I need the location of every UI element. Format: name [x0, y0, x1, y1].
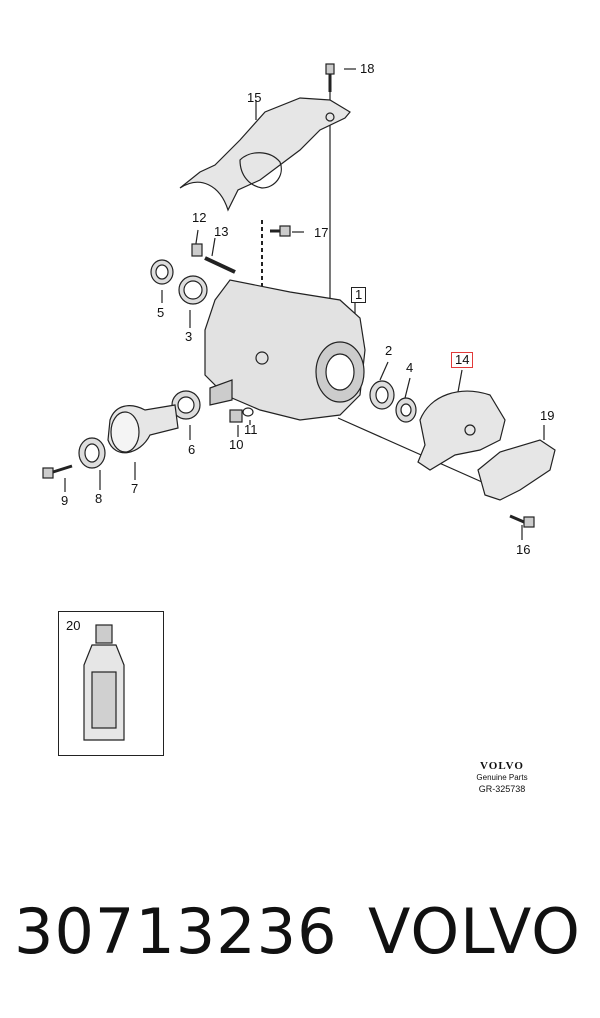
callout-8: 8 — [95, 491, 103, 506]
callout-5: 5 — [157, 305, 165, 320]
callout-18: 18 — [360, 61, 375, 76]
callout-19: 19 — [540, 408, 555, 423]
callout-11: 11 — [244, 422, 258, 437]
diagram-reference: GR-325738 — [478, 784, 526, 794]
part-number: 30713236 — [14, 895, 338, 968]
volvo-logo: VOLVO — [480, 760, 524, 772]
callout-17: 17 — [314, 225, 329, 240]
exploded-parts-diagram — [42, 63, 556, 741]
callout-14: 14 — [451, 352, 474, 368]
callout-9: 9 — [61, 493, 69, 508]
callout-20: 20 — [66, 618, 81, 633]
callout-10: 10 — [229, 437, 244, 452]
callout-3: 3 — [185, 329, 193, 344]
callout-16: 16 — [516, 542, 531, 557]
callout-1: 1 — [351, 287, 367, 303]
brand-block: VOLVO Genuine Parts GR-325738 — [462, 760, 542, 794]
callout-6: 6 — [188, 442, 196, 457]
callout-7: 7 — [131, 481, 139, 496]
callout-12: 12 — [192, 210, 207, 225]
callout-15: 15 — [247, 90, 262, 105]
brand-subtitle: Genuine Parts — [476, 773, 528, 782]
make-label: VOLVO — [368, 895, 581, 968]
callout-2: 2 — [385, 343, 393, 358]
callout-4: 4 — [406, 360, 414, 375]
callout-13: 13 — [214, 224, 229, 239]
fluid-bottle-box — [58, 611, 164, 756]
